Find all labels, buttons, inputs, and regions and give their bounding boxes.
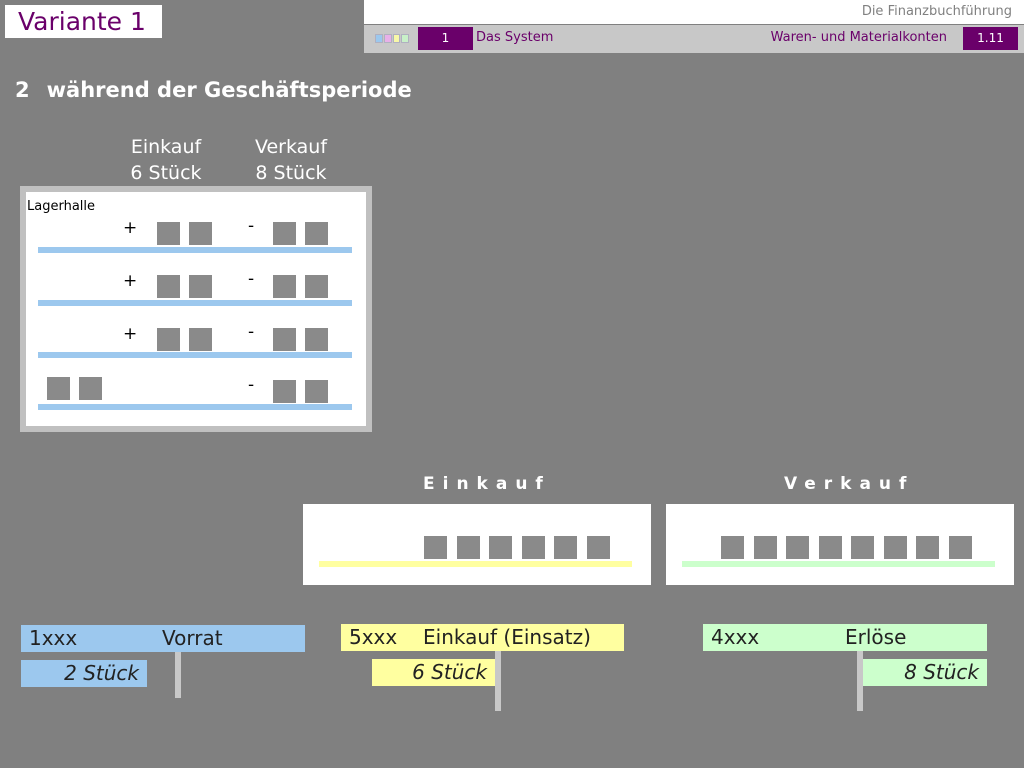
unit-box bbox=[457, 536, 480, 559]
warehouse-title: Lagerhalle bbox=[27, 199, 96, 214]
einkauf-heading: Einkauf bbox=[423, 474, 551, 494]
unit-box bbox=[819, 536, 842, 559]
variant-label: Variante 1 bbox=[5, 5, 162, 38]
plus-sign: + bbox=[123, 218, 138, 238]
einkauf-box bbox=[303, 504, 651, 585]
t-account-post bbox=[175, 652, 181, 698]
unit-box bbox=[273, 380, 296, 403]
account-number: 4xxx bbox=[711, 625, 760, 649]
unit-box bbox=[554, 536, 577, 559]
einkauf-line bbox=[319, 561, 632, 567]
account-erloese: 4xxx Erlöse bbox=[703, 624, 987, 651]
unit-box bbox=[949, 536, 972, 559]
account-vorrat: 1xxx Vorrat bbox=[21, 625, 305, 652]
unit-box bbox=[157, 222, 180, 245]
plus-sign: + bbox=[123, 324, 138, 344]
verkauf-line bbox=[682, 561, 995, 567]
unit-box bbox=[851, 536, 874, 559]
unit-box bbox=[721, 536, 744, 559]
section-title: Waren- und Materialkonten bbox=[770, 30, 947, 45]
verkauf-box bbox=[666, 504, 1014, 585]
account-quantity: 6 Stück bbox=[372, 659, 495, 686]
account-name: Erlöse bbox=[845, 625, 907, 649]
unit-box bbox=[305, 275, 328, 298]
heading-text: während der Geschäftsperiode bbox=[46, 78, 412, 102]
unit-box bbox=[157, 328, 180, 351]
account-name: Vorrat bbox=[162, 626, 223, 650]
unit-box bbox=[305, 222, 328, 245]
chapter-number-button[interactable]: 1 bbox=[418, 27, 473, 50]
plus-sign: + bbox=[123, 271, 138, 291]
minus-sign: - bbox=[248, 216, 255, 236]
warehouse-panel: Lagerhalle + - + - + - - bbox=[20, 186, 372, 432]
purchase-column-qty: 6 Stück bbox=[130, 162, 202, 184]
unit-box bbox=[47, 377, 70, 400]
t-account-post bbox=[857, 651, 863, 711]
unit-box bbox=[273, 222, 296, 245]
sale-column-qty: 8 Stück bbox=[255, 162, 327, 184]
verkauf-heading: Verkauf bbox=[784, 474, 915, 494]
shelf-line bbox=[38, 247, 352, 253]
shelf-line bbox=[38, 404, 352, 410]
unit-box bbox=[522, 536, 545, 559]
unit-box bbox=[884, 536, 907, 559]
account-number: 1xxx bbox=[29, 626, 78, 650]
unit-box bbox=[189, 328, 212, 351]
unit-box bbox=[189, 222, 212, 245]
header: Die Finanzbuchführung 1 Das System Waren… bbox=[364, 0, 1024, 53]
minus-sign: - bbox=[248, 375, 255, 395]
unit-box bbox=[305, 380, 328, 403]
book-title: Die Finanzbuchführung bbox=[364, 0, 1024, 24]
color-legend-icon bbox=[375, 34, 409, 43]
unit-box bbox=[79, 377, 102, 400]
navigation-bar: 1 Das System Waren- und Materialkonten 1… bbox=[364, 25, 1024, 53]
minus-sign: - bbox=[248, 269, 255, 289]
account-name: Einkauf (Einsatz) bbox=[423, 625, 591, 649]
unit-box bbox=[424, 536, 447, 559]
sale-column-title: Verkauf bbox=[254, 136, 328, 158]
page-number-button[interactable]: 1.11 bbox=[963, 27, 1018, 50]
unit-box bbox=[157, 275, 180, 298]
account-einkauf: 5xxx Einkauf (Einsatz) bbox=[341, 624, 624, 651]
minus-sign: - bbox=[248, 322, 255, 342]
t-account-post bbox=[495, 651, 501, 711]
unit-box bbox=[273, 328, 296, 351]
heading-number: 2 bbox=[15, 78, 30, 102]
unit-box bbox=[754, 536, 777, 559]
account-quantity: 8 Stück bbox=[863, 659, 987, 686]
account-number: 5xxx bbox=[349, 625, 398, 649]
purchase-column-header: Einkauf 6 Stück bbox=[116, 134, 216, 186]
unit-box bbox=[786, 536, 809, 559]
unit-box bbox=[273, 275, 296, 298]
chapter-title[interactable]: Das System bbox=[476, 30, 554, 45]
sale-column-header: Verkauf 8 Stück bbox=[241, 134, 341, 186]
unit-box bbox=[489, 536, 512, 559]
unit-box bbox=[587, 536, 610, 559]
shelf-line bbox=[38, 300, 352, 306]
unit-box bbox=[305, 328, 328, 351]
account-quantity: 2 Stück bbox=[21, 660, 147, 687]
page-heading: 2 während der Geschäftsperiode bbox=[15, 78, 412, 102]
purchase-column-title: Einkauf bbox=[130, 136, 202, 158]
shelf-line bbox=[38, 352, 352, 358]
unit-box bbox=[189, 275, 212, 298]
unit-box bbox=[916, 536, 939, 559]
